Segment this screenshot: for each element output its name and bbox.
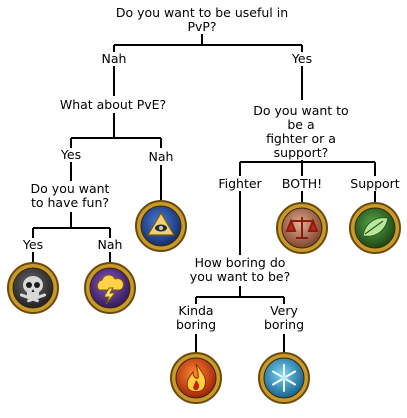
answer-very-boring: Very boring (262, 303, 306, 332)
answer-both: BOTH! (280, 176, 324, 191)
storm-school-icon (84, 262, 136, 314)
eye-pyramid-icon (146, 211, 176, 236)
skull-icon (19, 276, 47, 303)
question-pvp-useful: Do you want to be useful in PvP? (99, 6, 305, 34)
connector-lines (32, 22, 376, 353)
question-pve: What about PvE? (58, 97, 168, 112)
fire-school-icon (170, 352, 222, 404)
balance-school-icon (276, 202, 328, 254)
question-have-fun: Do you want to have fun? (29, 181, 111, 210)
life-school-icon (349, 202, 401, 254)
answer-support: Support (349, 176, 401, 191)
ice-school-icon (258, 352, 310, 404)
storm-cloud-icon (96, 274, 125, 305)
answer-pve-nah: Nah (147, 149, 175, 164)
answer-fun-yes: Yes (21, 237, 45, 252)
scales-icon (285, 217, 319, 239)
answer-fun-nah: Nah (96, 237, 124, 252)
answer-kinda-boring: Kinda boring (174, 303, 218, 332)
question-fighter-support: Do you want to be a fighter or a support… (248, 104, 354, 160)
question-how-boring: How boring do you want to be? (188, 255, 292, 284)
answer-pve-yes: Yes (59, 147, 83, 162)
snowflake-icon (272, 364, 296, 392)
answer-pvp-yes: Yes (290, 51, 314, 66)
myth-school-icon (135, 200, 187, 252)
answer-pvp-nah: Nah (100, 51, 128, 66)
death-school-icon (7, 262, 59, 314)
leaf-icon (362, 217, 389, 237)
answer-fighter: Fighter (217, 176, 263, 191)
flame-icon (186, 363, 207, 393)
